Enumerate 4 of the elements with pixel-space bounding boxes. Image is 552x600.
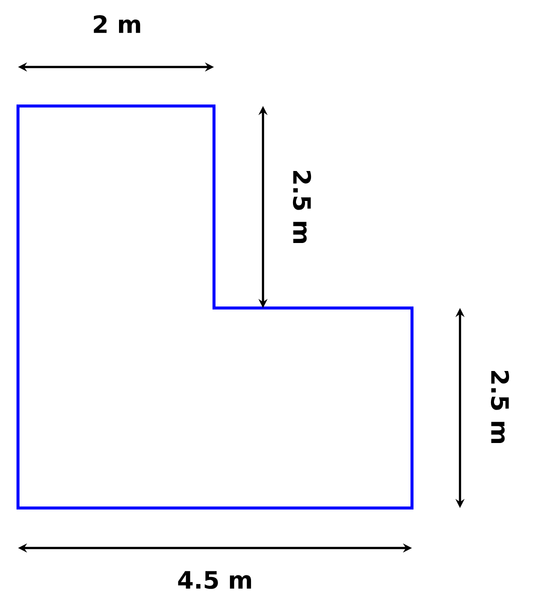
dimension-label: 2.5 m bbox=[292, 170, 312, 244]
dimension-label: 4.5 m bbox=[178, 571, 252, 589]
dimension-label: 2.5 m bbox=[490, 370, 510, 444]
dimension-label: 2 m bbox=[94, 15, 140, 33]
